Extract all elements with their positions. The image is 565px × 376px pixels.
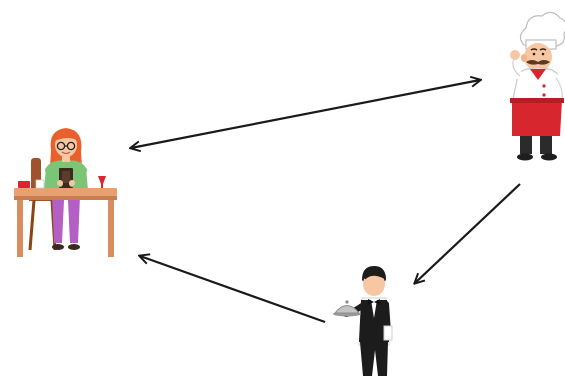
arrow-chef-waiter: [415, 183, 521, 283]
arrow-customer-chef: [131, 80, 480, 148]
waiter-icon: [333, 266, 393, 376]
customer-icon: [14, 128, 117, 257]
chef-icon: [508, 11, 565, 161]
arrow-waiter-customer: [140, 256, 326, 324]
